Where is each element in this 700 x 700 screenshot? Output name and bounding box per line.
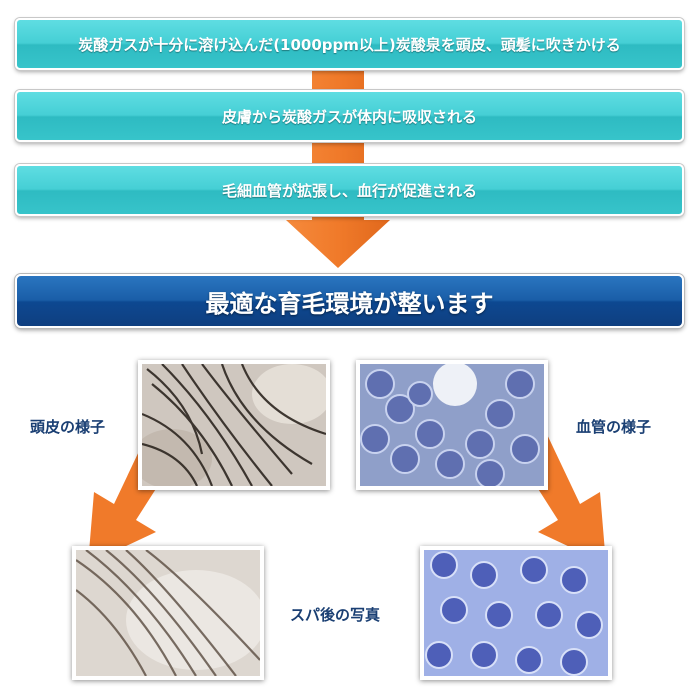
scalp-before-photo <box>138 360 330 490</box>
step-1-box: 炭酸ガスが十分に溶け込んだ(1000ppm以上)炭酸泉を頭皮、頭髪に吹きかける <box>15 18 684 70</box>
result-banner: 最適な育毛環境が整います <box>15 274 684 328</box>
step-3-box: 毛細血管が拡張し、血行が促進される <box>15 164 684 216</box>
blood-before-photo <box>356 360 548 490</box>
result-text: 最適な育毛環境が整います <box>205 289 494 318</box>
scalp-label: 頭皮の様子 <box>30 418 106 436</box>
after-photo-label: スパ後の写真 <box>290 606 381 624</box>
step-2-text: 皮膚から炭酸ガスが体内に吸収される <box>221 107 477 126</box>
step-1-text: 炭酸ガスが十分に溶け込んだ(1000ppm以上)炭酸泉を頭皮、頭髪に吹きかける <box>78 35 621 54</box>
step-3-text: 毛細血管が拡張し、血行が促進される <box>221 181 477 200</box>
scalp-after-photo <box>72 546 264 680</box>
blood-label: 血管の様子 <box>576 418 652 436</box>
step-2-box: 皮膚から炭酸ガスが体内に吸収される <box>15 90 684 142</box>
blood-after-photo <box>420 546 612 680</box>
